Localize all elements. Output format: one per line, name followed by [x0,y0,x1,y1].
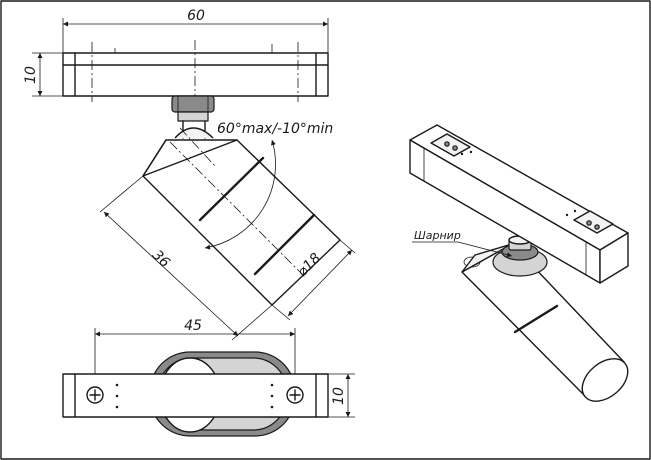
iso-view: Шарнир [409,124,629,402]
lamp-body-front [142,127,341,306]
bottom-height-label: 10 [331,387,347,405]
lamp-ring-lower [253,213,316,276]
bottom-width-label: 45 [184,318,202,334]
hinge-iso [492,235,548,277]
front-view: 60 10 [23,8,356,341]
hinge-callout-label: Шарнир [414,229,461,242]
front-width-dimension: 60 [62,8,329,55]
screw-right [286,386,304,404]
mounting-plate-iso [409,124,629,284]
front-height-label: 10 [23,66,39,84]
hinge-callout: Шарнир [412,229,513,258]
front-height-dimension: 10 [23,52,64,97]
iso-lamp-ring [513,304,559,334]
front-width-label: 60 [187,8,205,24]
tilt-angle-label: 60°max/-10°min [217,121,333,137]
bottom-view: 45 10 [62,318,355,437]
lamp-body-iso [461,243,629,402]
mounting-plate [62,40,329,102]
rail-bottom [62,373,329,418]
hinge-knob-front [171,95,215,139]
screw-left [86,386,104,404]
bottom-height-dimension: 10 [328,373,355,418]
length-label: 36 [149,247,173,271]
